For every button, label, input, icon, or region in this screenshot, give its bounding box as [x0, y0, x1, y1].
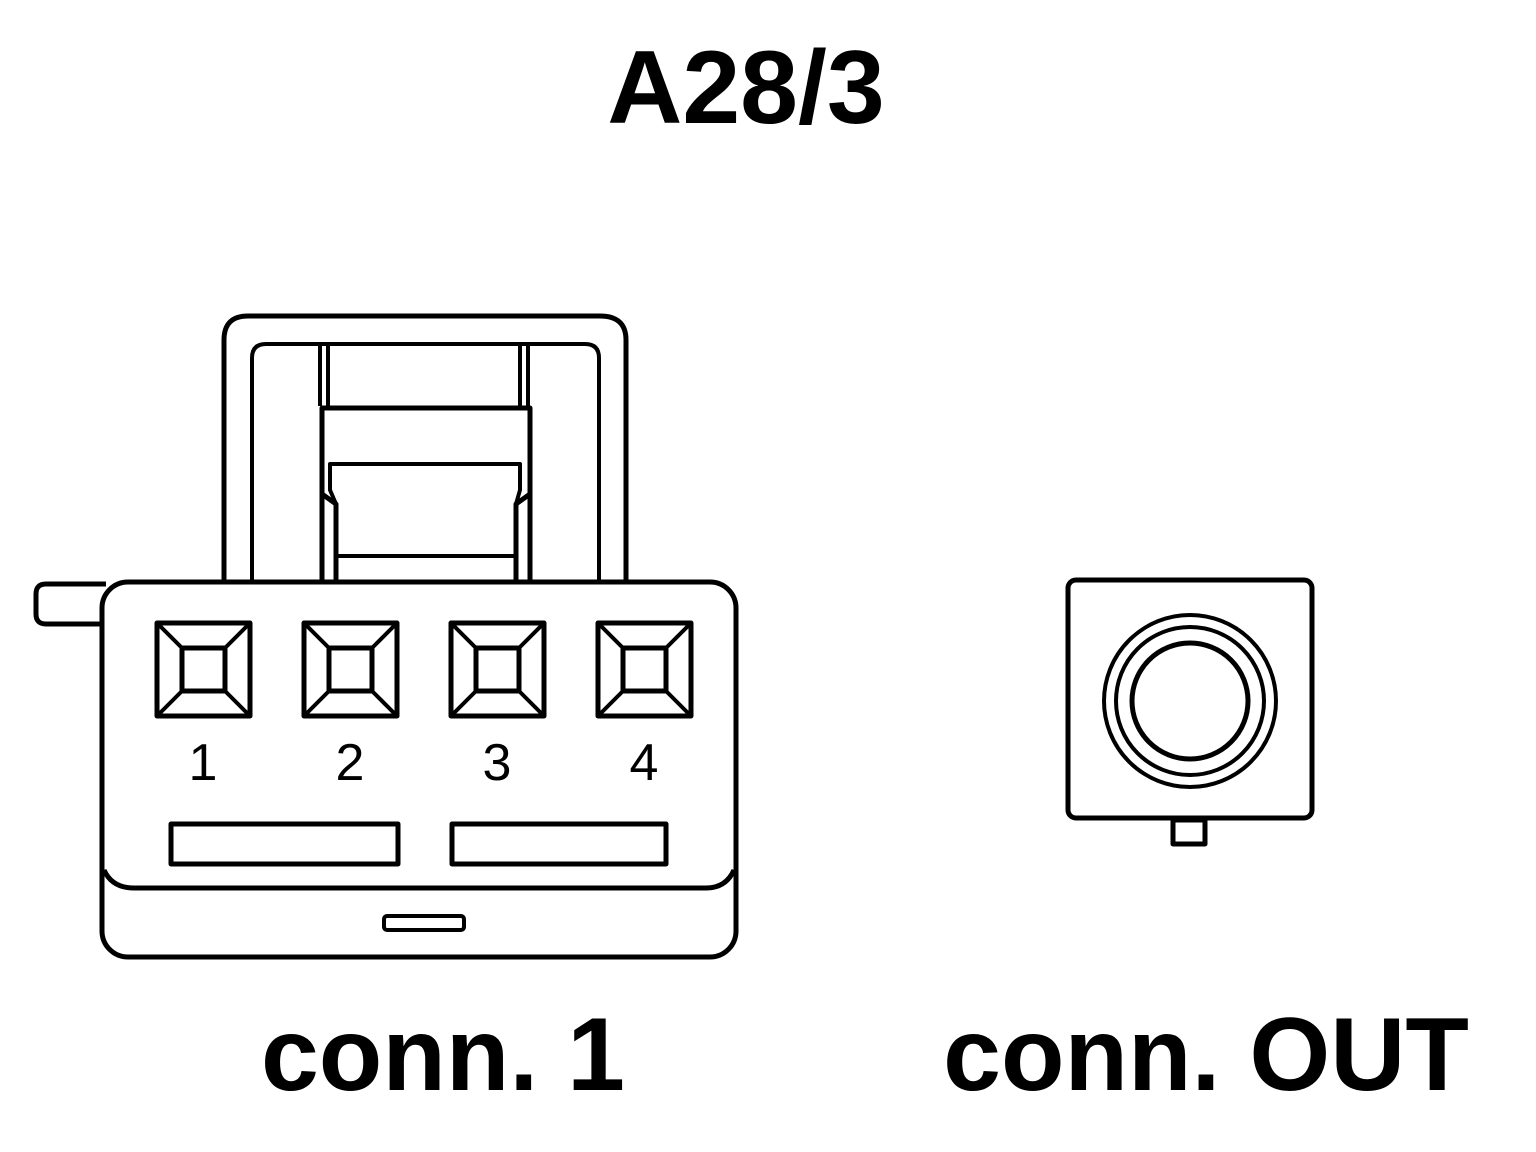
connector-1-key-slot-right — [449, 821, 669, 867]
connector-out — [1065, 577, 1315, 847]
connector-out-socket-inner — [1129, 640, 1251, 762]
connector-1-latch — [221, 313, 629, 582]
diagram-title: A28/3 — [607, 30, 885, 146]
connector-1-pin-2 — [301, 620, 400, 719]
connector-1-pin-number: 1 — [189, 734, 218, 792]
connector-1-key-slot-left — [168, 821, 401, 867]
connector-1-pin-3 — [448, 620, 547, 719]
connector-out-label: conn. OUT — [943, 997, 1469, 1113]
connector-out-socket-middle — [1114, 625, 1266, 777]
connector-1-pin-number: 4 — [630, 734, 659, 792]
connector-1-pin-number: 3 — [483, 734, 512, 792]
connector-1-housing — [99, 579, 739, 960]
connector-1-pin-4 — [595, 620, 694, 719]
connector-1-label: conn. 1 — [261, 997, 625, 1113]
connector-out-socket-outer — [1102, 613, 1278, 789]
connector-out-tab — [1170, 817, 1208, 847]
connector-1-bottom-slot — [382, 914, 466, 932]
connector-1-pin-1 — [154, 620, 253, 719]
connector-1: 1 2 3 4 — [33, 313, 739, 960]
connector-1-side-tab — [33, 581, 106, 627]
connector-1-pin-number: 2 — [336, 734, 365, 792]
connector-1-housing-step — [101, 868, 737, 891]
